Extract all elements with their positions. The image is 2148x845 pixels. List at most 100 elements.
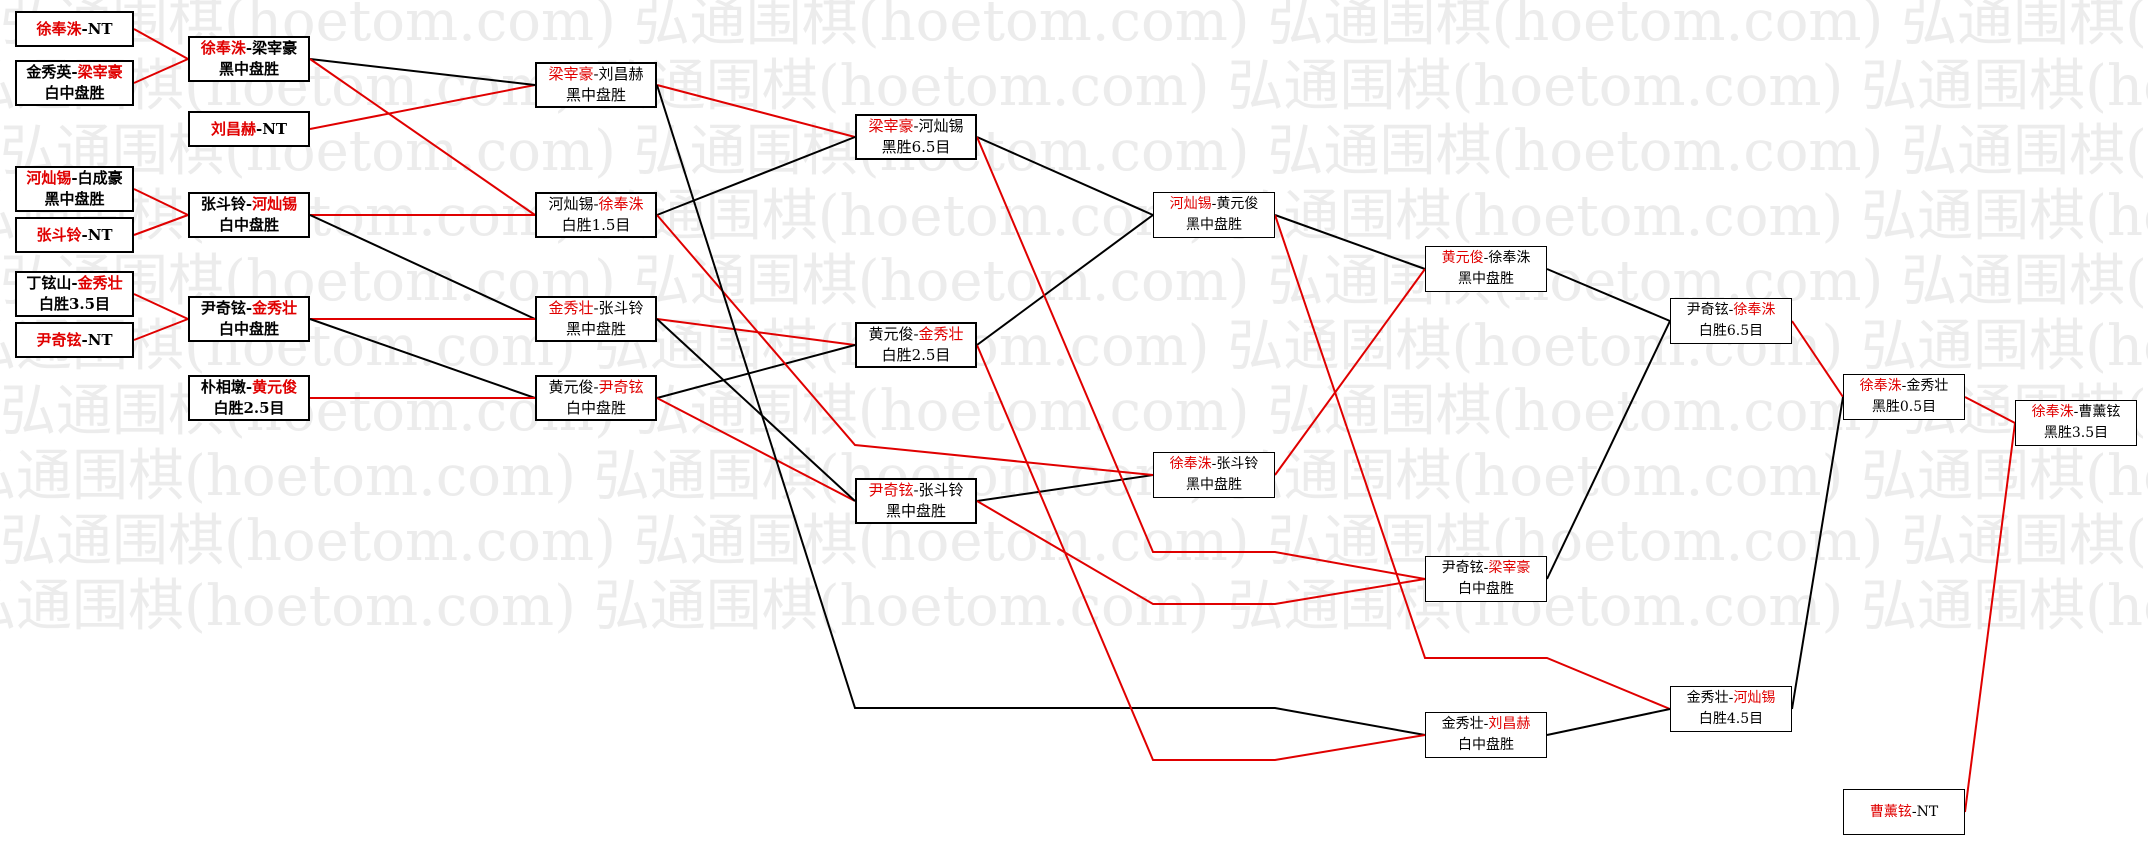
match-box[interactable]: 河灿锡-黄元俊黑中盘胜 bbox=[1153, 192, 1275, 238]
bracket-connector-m18-m20 bbox=[976, 474, 1154, 502]
match-box[interactable]: 河灿锡-徐奉洙白胜1.5目 bbox=[535, 192, 657, 238]
player-a-name: 张斗铃 bbox=[36, 225, 82, 244]
match-result: 白中盘胜 bbox=[44, 84, 105, 102]
match-box[interactable]: 梁宰豪-河灿锡黑胜6.5目 bbox=[855, 114, 977, 160]
bracket-connector-m26-m28 bbox=[1964, 396, 2016, 424]
player-b-name: 黄元俊 bbox=[252, 378, 298, 396]
player-b-name: 徐奉洙 bbox=[598, 195, 644, 213]
player-b-name: NT bbox=[262, 119, 288, 138]
player-b-name: 金秀壮 bbox=[252, 299, 298, 317]
match-box[interactable]: 尹奇铉-梁宰豪白中盘胜 bbox=[1425, 556, 1547, 602]
match-box[interactable]: 张斗铃-NT bbox=[15, 217, 134, 253]
player-a-name: 梁宰豪 bbox=[868, 117, 914, 135]
player-b-name: 金秀壮 bbox=[918, 325, 964, 343]
bracket-connector-m3-m12 bbox=[309, 84, 536, 130]
player-separator: - bbox=[1211, 196, 1217, 212]
match-players: 徐奉洙-张斗铃 bbox=[1170, 454, 1259, 475]
match-players: 朴相墩-黄元俊 bbox=[201, 377, 297, 398]
match-players: 黄元俊-金秀壮 bbox=[868, 324, 963, 345]
player-separator: - bbox=[71, 169, 78, 187]
match-players: 梁宰豪-刘昌赫 bbox=[548, 64, 643, 85]
player-a-name: 尹奇铉 bbox=[200, 299, 246, 317]
match-players: 尹奇铉-徐奉洙 bbox=[1687, 300, 1776, 321]
match-players: 金秀英-梁宰豪 bbox=[26, 62, 122, 83]
bracket-connector-m16-m22 bbox=[976, 136, 1426, 580]
player-separator: - bbox=[593, 195, 599, 213]
player-separator: - bbox=[1728, 690, 1734, 706]
match-box[interactable]: 徐奉洙-张斗铃黑中盘胜 bbox=[1153, 452, 1275, 498]
bracket-connector-m17-m19 bbox=[976, 214, 1154, 346]
match-result: 白胜6.5目 bbox=[1698, 323, 1764, 339]
match-players: 河灿锡-徐奉洙 bbox=[548, 194, 643, 215]
match-box[interactable]: 金秀壮-张斗铃黑中盘胜 bbox=[535, 296, 657, 342]
match-result: 白胜1.5目 bbox=[561, 216, 631, 234]
bracket-connector-m22-m24 bbox=[1546, 320, 1671, 580]
match-players: 曹薰铉-NT bbox=[1870, 802, 1938, 823]
match-players: 梁宰豪-河灿锡 bbox=[868, 116, 963, 137]
player-b-name: 金秀壮 bbox=[1906, 378, 1949, 394]
player-b-name: NT bbox=[87, 225, 113, 244]
bracket-connector-m9-m13 bbox=[309, 58, 536, 216]
match-box[interactable]: 黄元俊-徐奉洙黑中盘胜 bbox=[1425, 246, 1547, 292]
player-b-name: 梁宰豪 bbox=[1488, 560, 1531, 576]
player-separator: - bbox=[245, 39, 253, 57]
player-separator: - bbox=[593, 65, 599, 83]
match-players: 河灿锡-白成豪 bbox=[26, 168, 122, 189]
match-box[interactable]: 刘昌赫-NT bbox=[188, 111, 310, 147]
player-separator: - bbox=[1728, 302, 1734, 318]
match-box[interactable]: 曹薰铉-NT bbox=[1843, 789, 1965, 835]
player-a-name: 金秀壮 bbox=[1686, 690, 1729, 706]
match-box[interactable]: 黄元俊-金秀壮白胜2.5目 bbox=[855, 322, 977, 368]
player-separator: - bbox=[71, 274, 78, 292]
match-box[interactable]: 朴相墩-黄元俊白胜2.5目 bbox=[188, 375, 310, 421]
player-separator: - bbox=[1483, 250, 1489, 266]
player-a-name: 金秀英 bbox=[26, 63, 72, 81]
match-box[interactable]: 梁宰豪-刘昌赫黑中盘胜 bbox=[535, 62, 657, 108]
match-players: 金秀壮-刘昌赫 bbox=[1442, 714, 1531, 735]
match-players: 尹奇铉-NT bbox=[36, 330, 112, 351]
match-box[interactable]: 黄元俊-尹奇铉白中盘胜 bbox=[535, 375, 657, 421]
match-result: 白胜2.5目 bbox=[213, 399, 285, 417]
player-separator: - bbox=[255, 119, 263, 138]
player-a-name: 朴相墩 bbox=[200, 378, 246, 396]
match-box[interactable]: 张斗铃-河灿锡白中盘胜 bbox=[188, 192, 310, 238]
match-box[interactable]: 徐奉洙-金秀壮黑胜0.5目 bbox=[1843, 374, 1965, 420]
match-box[interactable]: 徐奉洙-梁宰豪黑中盘胜 bbox=[188, 36, 310, 82]
match-box[interactable]: 尹奇铉-张斗铃黑中盘胜 bbox=[855, 478, 977, 524]
player-separator: - bbox=[1901, 378, 1907, 394]
match-box[interactable]: 河灿锡-白成豪黑中盘胜 bbox=[15, 166, 134, 212]
match-players: 尹奇铉-梁宰豪 bbox=[1442, 558, 1531, 579]
match-box[interactable]: 尹奇铉-NT bbox=[15, 322, 134, 358]
bracket-connector-m14-m17 bbox=[656, 318, 856, 346]
bracket-connector-m19-m25 bbox=[1274, 214, 1671, 710]
player-a-name: 黄元俊 bbox=[1441, 250, 1484, 266]
player-b-name: 曹薰铉 bbox=[2078, 404, 2121, 420]
match-players: 刘昌赫-NT bbox=[211, 119, 287, 140]
player-a-name: 黄元俊 bbox=[548, 378, 594, 396]
player-b-name: 徐奉洙 bbox=[1488, 250, 1531, 266]
match-players: 黄元俊-尹奇铉 bbox=[548, 377, 643, 398]
player-b-name: 白成豪 bbox=[77, 169, 123, 187]
match-box[interactable]: 金秀壮-刘昌赫白中盘胜 bbox=[1425, 712, 1547, 758]
player-a-name: 刘昌赫 bbox=[210, 119, 256, 138]
match-box[interactable]: 徐奉洙-NT bbox=[15, 11, 134, 47]
player-separator: - bbox=[1211, 456, 1217, 472]
player-separator: - bbox=[913, 481, 919, 499]
player-b-name: 刘昌赫 bbox=[598, 65, 644, 83]
match-box[interactable]: 尹奇铉-金秀壮白中盘胜 bbox=[188, 296, 310, 342]
match-box[interactable]: 徐奉洙-曹薰铉黑胜3.5目 bbox=[2015, 400, 2137, 446]
player-b-name: 张斗铃 bbox=[1216, 456, 1259, 472]
match-box[interactable]: 尹奇铉-徐奉洙白胜6.5目 bbox=[1670, 298, 1792, 344]
match-box[interactable]: 金秀英-梁宰豪白中盘胜 bbox=[15, 60, 134, 106]
match-players: 丁铉山-金秀壮 bbox=[26, 273, 122, 294]
player-b-name: NT bbox=[1916, 803, 1939, 820]
match-result: 黑胜3.5目 bbox=[2043, 425, 2109, 441]
player-a-name: 尹奇铉 bbox=[1441, 560, 1484, 576]
player-a-name: 尹奇铉 bbox=[1686, 302, 1729, 318]
match-box[interactable]: 丁铉山-金秀壮白胜3.5目 bbox=[15, 271, 134, 317]
player-a-name: 金秀壮 bbox=[1441, 716, 1484, 732]
match-box[interactable]: 金秀壮-河灿锡白胜4.5目 bbox=[1670, 686, 1792, 732]
bracket-connector-m11-m15 bbox=[309, 318, 536, 399]
player-a-name: 徐奉洙 bbox=[2031, 404, 2074, 420]
bracket-connector-m15-m17 bbox=[656, 344, 856, 399]
